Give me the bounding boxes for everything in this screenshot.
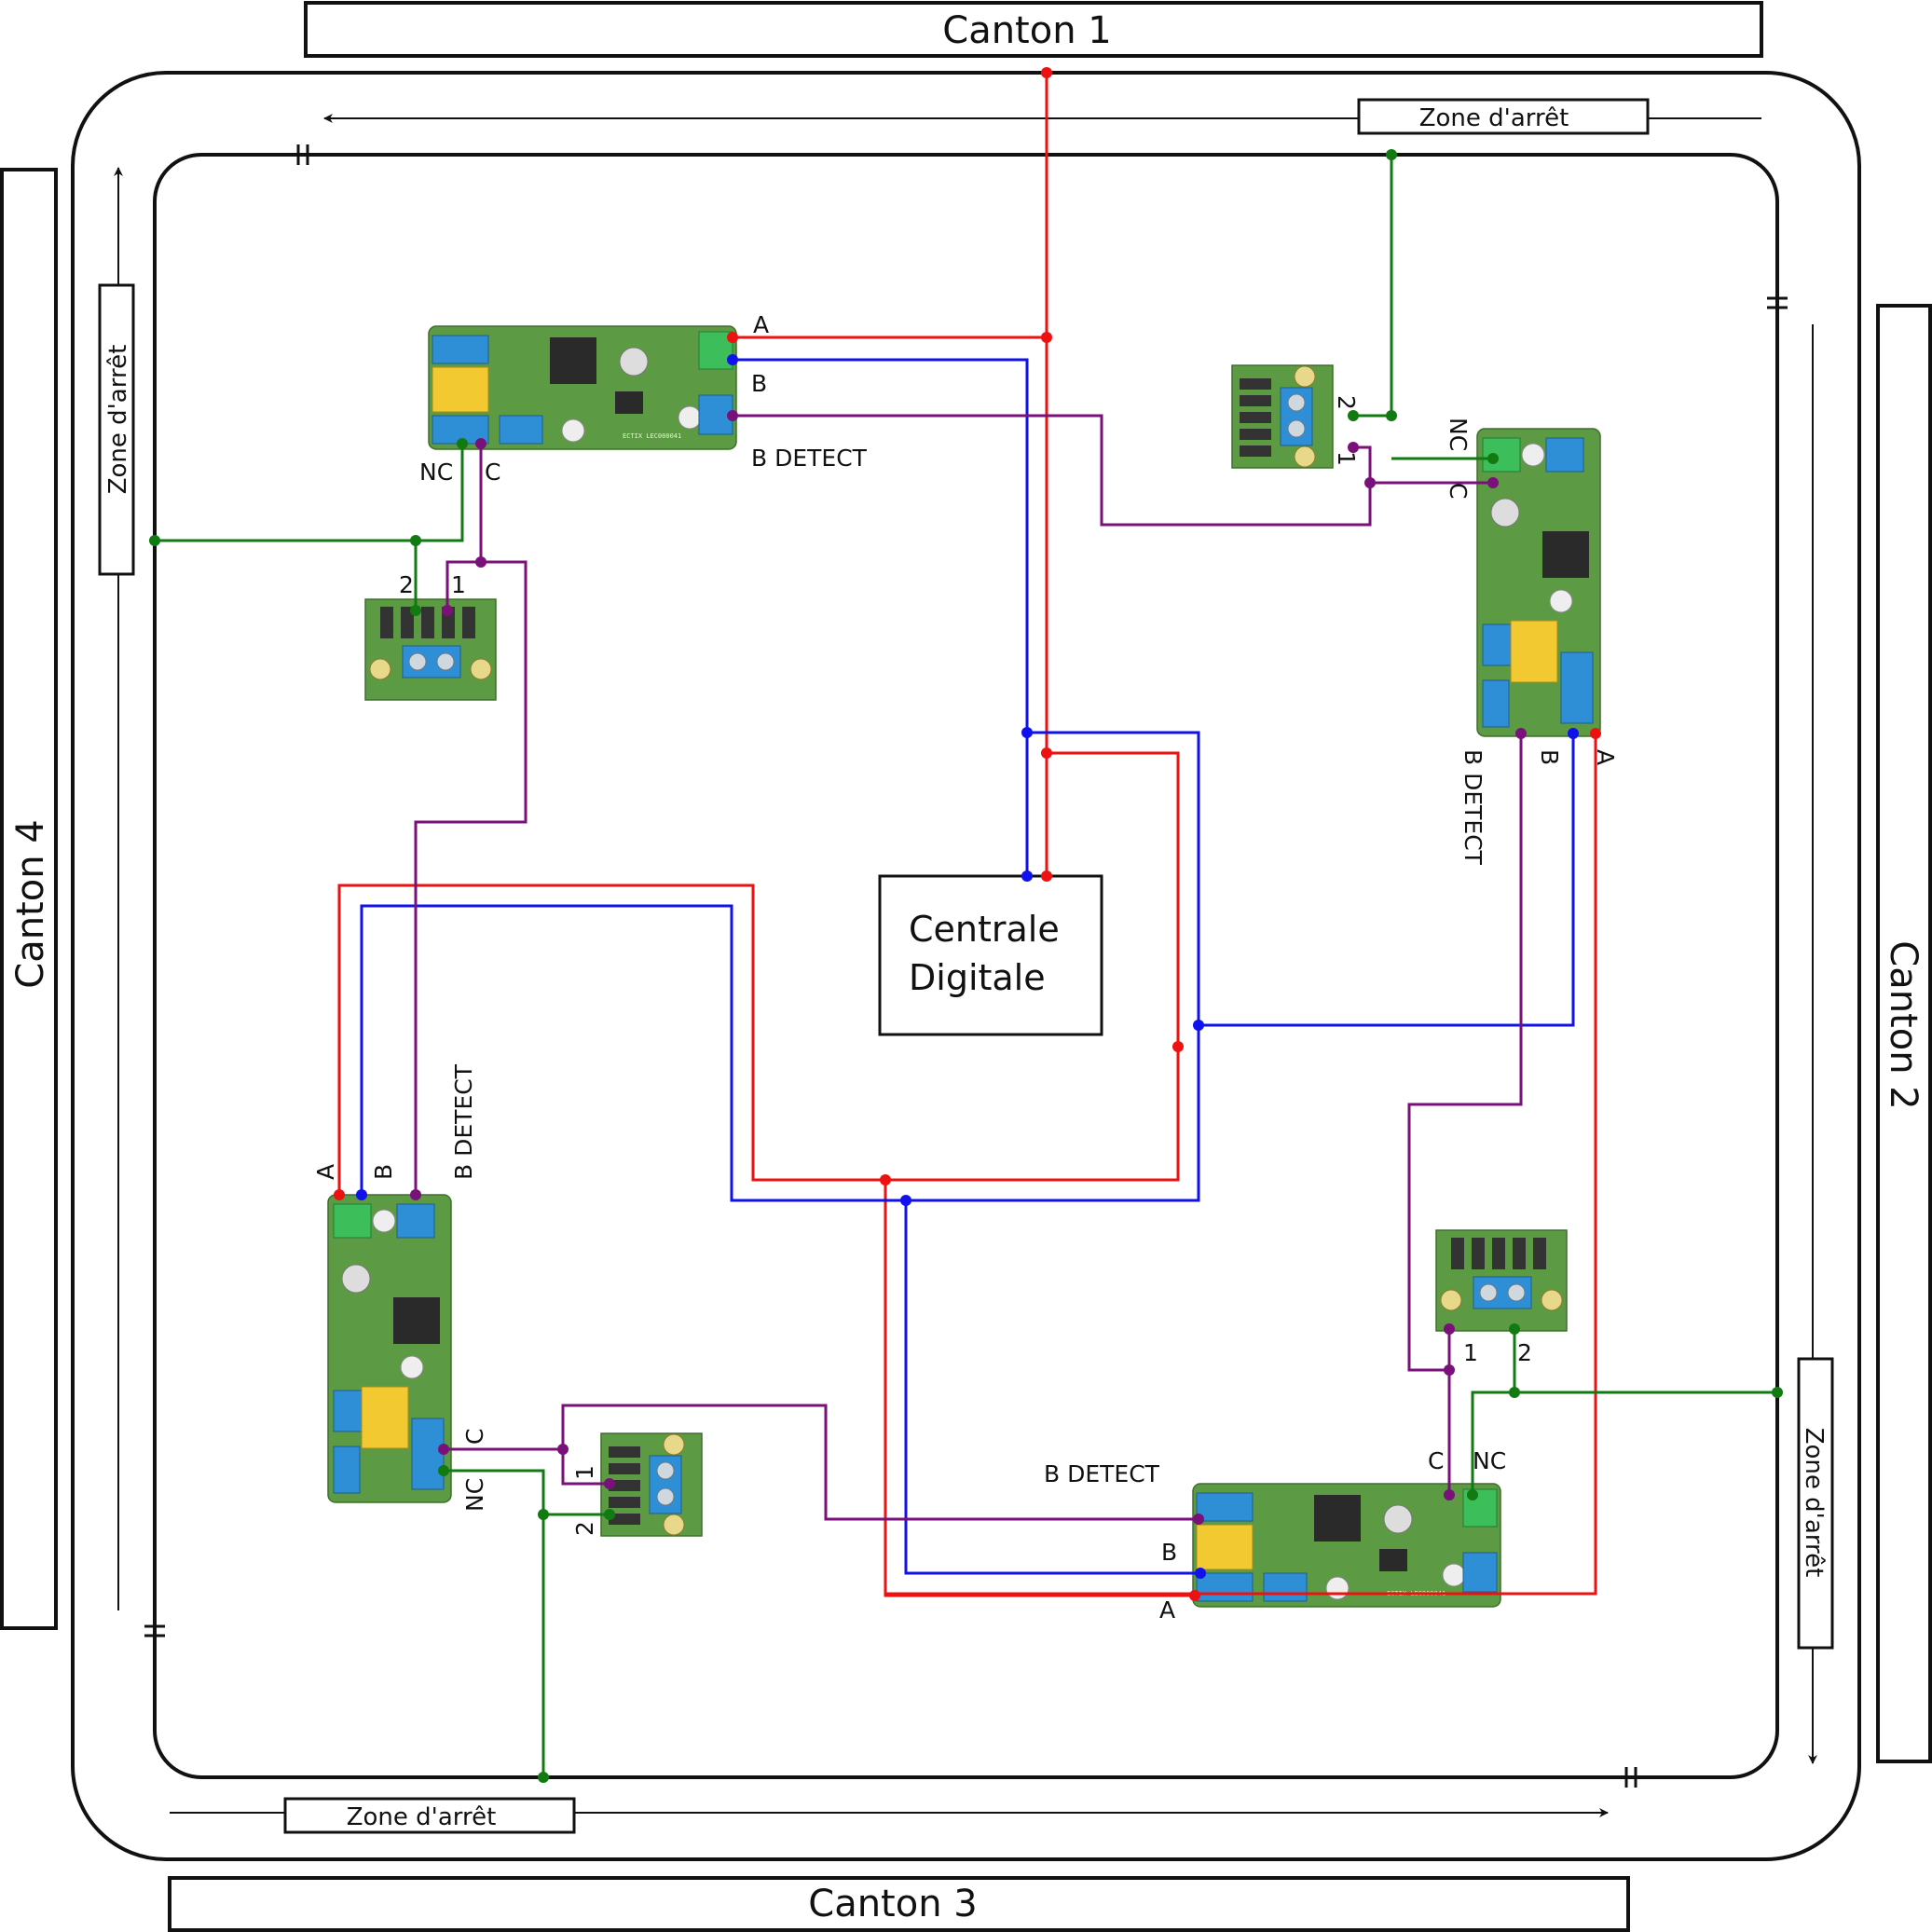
diode-module-bottom-left [600,1432,703,1537]
bl-diode-2: 2 [571,1521,598,1536]
centrale-line-1: Centrale [909,909,1060,950]
detector-board-top-right [1476,428,1601,737]
canton-4-bar: Canton 4 [0,168,58,1630]
br-pin-nc: NC [1473,1447,1506,1474]
stop-zone-bottom: Zone d'arrêt [283,1797,576,1834]
canton-3-label: Canton 3 [808,1883,977,1925]
detector-board-top-left [428,325,737,450]
bl-pin-c: C [461,1429,488,1445]
wires-b-detect [414,414,1523,1521]
tr-pin-b: B [1536,749,1563,765]
bl-pin-nc: NC [461,1478,488,1512]
br-pin-b-detect: B DETECT [1044,1460,1160,1487]
canton-2-label: Canton 2 [1882,940,1925,1109]
stop-zone-left: Zone d'arrêt [98,283,135,576]
tl-diode-1: 1 [451,571,466,598]
tr-diode-1: 1 [1333,451,1360,466]
tr-pin-nc: NC [1445,418,1472,451]
tl-pin-b-detect: B DETECT [751,445,868,472]
tl-pin-nc: NC [419,459,453,486]
stop-zone-top-label: Zone d'arrêt [1419,104,1569,132]
diode-module-top-right [1231,364,1334,469]
canton-1-bar: Canton 1 [304,1,1763,58]
br-pin-b: B [1161,1539,1177,1566]
br-diode-2: 2 [1517,1339,1532,1366]
br-diode-1: 1 [1463,1339,1478,1366]
br-pin-c: C [1428,1447,1444,1474]
tr-pin-b-detect: B DETECT [1459,749,1487,866]
junction-dots [149,67,1783,1783]
diode-module-top-left [364,598,497,701]
br-pin-a: A [1159,1596,1175,1624]
bl-pin-b: B [370,1164,397,1180]
stop-zone-left-label: Zone d'arrêt [104,345,132,495]
centrale-line-2: Digitale [909,957,1046,998]
tr-pin-a: A [1592,749,1619,765]
tr-pin-c: C [1445,483,1472,499]
stop-zone-top: Zone d'arrêt [1357,98,1650,135]
canton-1-label: Canton 1 [942,9,1111,52]
tl-diode-2: 2 [399,571,414,598]
wires-rail-a [337,73,1597,1597]
bl-diode-1: 1 [571,1465,598,1480]
tl-pin-c: C [485,459,500,486]
tl-pin-b: B [751,370,767,397]
stop-zone-right-label: Zone d'arrêt [1800,1428,1828,1578]
bl-pin-a: A [312,1164,339,1180]
canton-4-label: Canton 4 [9,819,52,988]
tr-diode-2: 2 [1333,395,1360,410]
inner-rail [153,153,1779,1779]
centrale-digitale: Centrale Digitale [878,874,1103,1036]
stop-zone-bottom-label: Zone d'arrêt [347,1803,497,1831]
outer-rail [71,71,1861,1861]
diode-module-bottom-right [1435,1229,1568,1332]
canton-2-bar: Canton 2 [1876,304,1932,1763]
insulating-joints [144,144,1788,1788]
detector-board-bottom-left [327,1194,452,1503]
wires-rail-b [360,358,1575,1575]
bl-pin-b-detect: B DETECT [450,1063,477,1180]
stop-zone-right: Zone d'arrêt [1797,1357,1834,1650]
detector-board-bottom-right [1192,1483,1501,1608]
canton-3-bar: Canton 3 [168,1876,1630,1932]
tl-pin-a: A [753,311,769,338]
